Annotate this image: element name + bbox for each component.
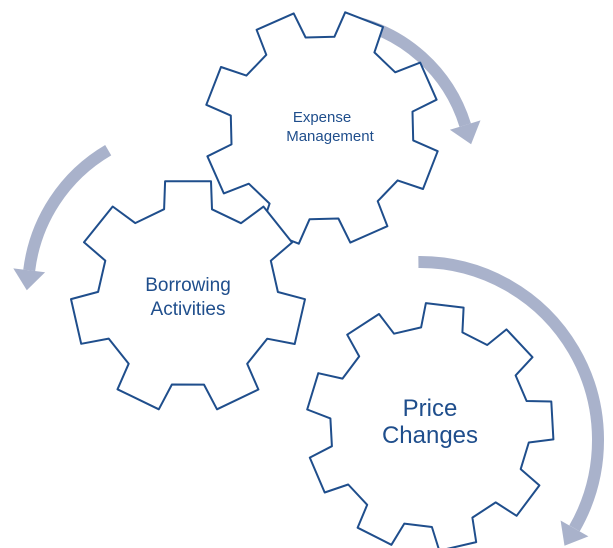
gear-price-label-line2: Changes: [382, 422, 478, 449]
arrow-price-head: [560, 520, 589, 546]
gear-expense-outline: [205, 11, 439, 245]
arrow-borrowing-head: [13, 268, 46, 291]
arrow-price: [418, 255, 604, 546]
gear-price-label-line1: Price: [403, 395, 458, 422]
gear-expense-label-line2: Management: [286, 128, 374, 145]
arrow-price-shaft: [418, 255, 604, 532]
gear-expense-management: Expense Management: [205, 11, 439, 245]
gear-price-outline: [306, 302, 555, 548]
gear-borrowing-label-line1: Borrowing: [145, 275, 231, 296]
gear-expense-label-line1: Expense: [293, 109, 351, 126]
arrow-expense-head: [449, 120, 481, 145]
gear-price-changes: Price Changes: [306, 302, 555, 548]
arrow-borrowing: [13, 145, 112, 291]
gear-borrowing-outline: [70, 180, 306, 411]
gear-borrowing-label-line2: Activities: [151, 299, 226, 320]
arrow-borrowing-shaft: [23, 145, 112, 272]
gear-borrowing-activities: Borrowing Activities: [70, 180, 306, 411]
